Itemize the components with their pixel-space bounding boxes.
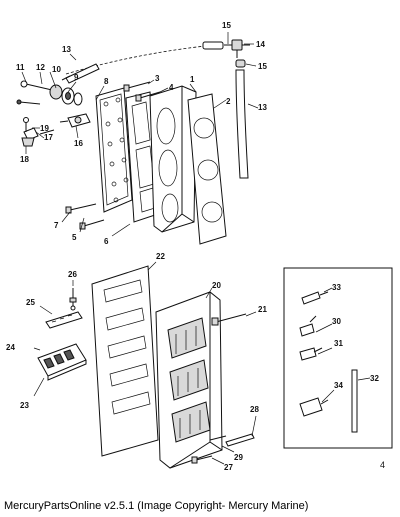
callout-29: 29 [234,453,243,462]
hose-13 [61,45,206,84]
bolts-3-4 [123,81,161,102]
callout-17: 17 [44,133,53,142]
bolts-5-7 [65,203,105,230]
callout-21: 21 [258,305,267,314]
parts-17-19 [21,117,55,147]
callout-20: 20 [212,281,221,290]
callout-11: 11 [16,63,25,72]
callout-30: 30 [332,317,341,326]
screw-26 [69,288,77,311]
callout-4: 4 [169,83,174,92]
callout-13-right: 13 [258,103,267,112]
callouts: 1 2 3 4 5 6 7 8 9 10 11 12 13 13 14 15 1… [6,21,379,472]
callout-15-top: 15 [222,21,231,30]
callout-2: 2 [226,97,231,106]
screw-27 [191,455,213,464]
exploded-parts-diagram: 1 2 3 4 5 6 7 8 9 10 11 12 13 13 14 15 1… [6,21,393,472]
fitting-14-15-top [202,39,250,58]
corner-mark: 4 [380,460,385,470]
callout-5: 5 [72,233,77,242]
callout-7: 7 [54,221,59,230]
gasket-22 [91,265,159,457]
callout-25: 25 [26,298,35,307]
reed-plate-23-24 [37,343,87,381]
callout-14: 14 [256,40,265,49]
callout-22: 22 [156,252,165,261]
part-16 [59,113,91,128]
callout-16: 16 [74,139,83,148]
callout-24: 24 [6,343,15,352]
hose-13-right [235,59,249,179]
bolt-21 [211,313,247,326]
callout-32: 32 [370,374,379,383]
callout-34: 34 [334,381,343,390]
gasket-6 [125,91,159,223]
callout-23: 23 [20,401,29,410]
callout-27: 27 [224,463,233,472]
callout-33: 33 [332,283,341,292]
callout-10: 10 [52,65,61,74]
fittings-inset [283,267,393,449]
callout-3: 3 [155,74,160,83]
thermostat-parts [16,80,83,106]
callout-28: 28 [250,405,259,414]
callout-1: 1 [190,75,195,84]
callout-8: 8 [104,77,109,86]
cylinder-head [149,85,197,233]
callout-31: 31 [334,339,343,348]
washer-29 [209,435,227,441]
bolt-28 [225,433,255,447]
callout-18: 18 [20,155,29,164]
callout-13-top: 13 [62,45,71,54]
callout-9: 9 [74,73,79,82]
cylinder-head-cover [95,87,133,213]
image-caption: MercuryPartsOnline v2.5.1 (Image Copyrig… [4,500,309,512]
reed-stop-25 [45,311,83,329]
callout-6: 6 [104,237,109,246]
head-gasket-1 [187,93,227,245]
intake-manifold-20 [155,291,223,469]
callout-12: 12 [36,63,45,72]
callout-26: 26 [68,270,77,279]
callout-19: 19 [40,124,49,133]
leader-lines [21,32,371,465]
callout-15-right: 15 [258,62,267,71]
